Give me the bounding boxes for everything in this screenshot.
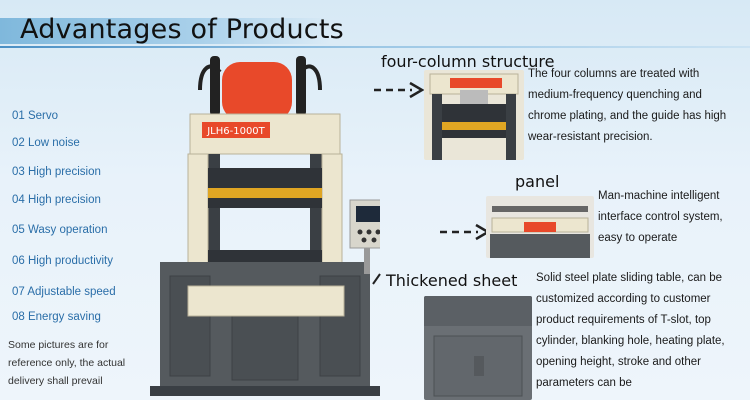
page-title: Advantages of Products <box>20 14 344 45</box>
feature-item: 01 Servo <box>12 110 59 122</box>
arrow-icon <box>372 273 381 285</box>
panel-detail-photo <box>486 196 594 258</box>
section-description-four-column: The four columns are treated with medium… <box>528 68 727 143</box>
header-divider <box>0 46 750 48</box>
feature-item: 03 High precision <box>12 166 101 178</box>
column-detail-photo <box>424 70 524 160</box>
header-bar <box>0 18 330 44</box>
disclaimer-note: Some pictures are for reference only, th… <box>8 339 126 387</box>
header: Advantages of Products <box>0 0 750 48</box>
section-heading-four-column: four-column structure <box>381 52 555 71</box>
section-heading-panel: panel <box>515 172 560 191</box>
feature-item: 02 Low noise <box>12 137 80 149</box>
feature-item: 05 Wasy operation <box>12 224 108 236</box>
feature-item: 08 Energy saving <box>12 311 101 323</box>
arrow-icon <box>374 81 425 99</box>
feature-item: 04 High precision <box>12 194 101 206</box>
section-heading-thickened-sheet: Thickened sheet <box>386 271 518 290</box>
hydraulic-press-image: JLH6-1000T <box>150 56 380 396</box>
feature-item: 07 Adjustable speed <box>12 286 116 298</box>
feature-item: 06 High productivity <box>12 255 113 267</box>
section-description-panel: Man-machine intelligent interface contro… <box>598 190 723 244</box>
sheet-detail-photo <box>424 296 532 400</box>
nameplate-text: JLH6-1000T <box>206 126 265 137</box>
section-description-thickened-sheet: Solid steel plate sliding table, can be … <box>536 272 725 389</box>
